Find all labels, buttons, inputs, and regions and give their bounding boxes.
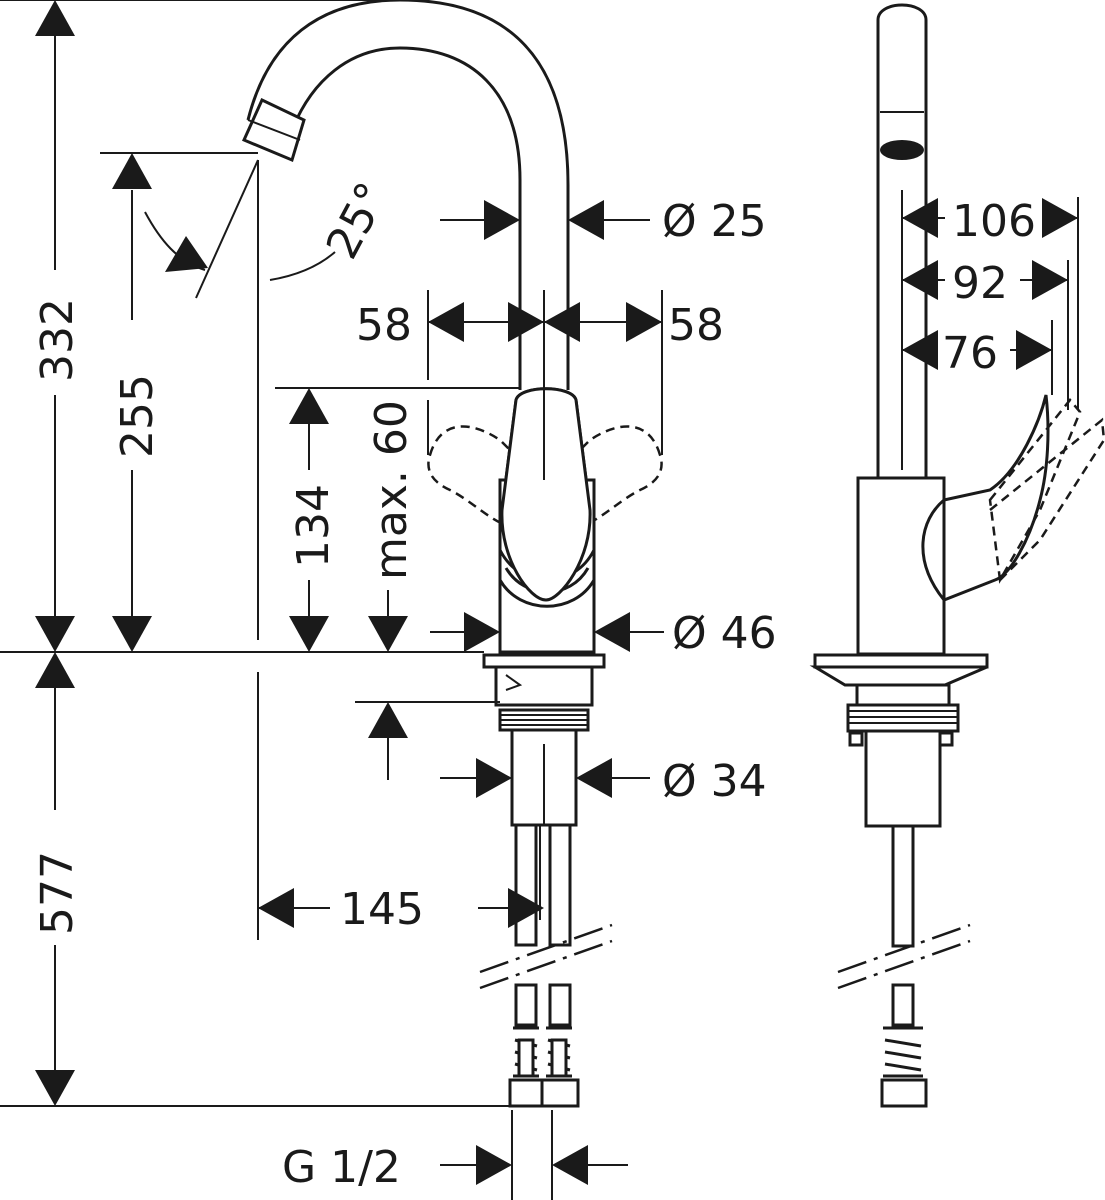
front-view [241, 0, 663, 1200]
label-diameter-46: Ø 46 [672, 608, 777, 659]
side-lever-raised [988, 398, 1082, 584]
side-lever [942, 394, 1050, 603]
hose-right [548, 823, 572, 947]
label-92: 92 [952, 258, 1008, 309]
label-76: 76 [942, 328, 998, 379]
base-plate [482, 653, 606, 669]
spout-inner [290, 46, 522, 390]
label-255: 255 [112, 374, 163, 458]
label-145: 145 [340, 884, 424, 935]
label-58-right: 58 [668, 300, 724, 351]
label-angle: 25° [317, 174, 399, 267]
side-hose [891, 824, 915, 948]
side-spout [876, 3, 928, 478]
label-58-left: 58 [356, 300, 412, 351]
side-shank [864, 729, 942, 828]
lever-left-position [427, 425, 532, 527]
side-view [809, 3, 1105, 1108]
label-g-half: G 1/2 [282, 1142, 401, 1193]
dimension-lines [0, 0, 664, 1185]
hose-left [514, 823, 538, 947]
label-106: 106 [952, 196, 1036, 247]
side-dimensions [902, 197, 1079, 410]
label-577: 577 [32, 851, 83, 935]
label-diameter-34: Ø 34 [662, 756, 767, 807]
spout-outer [246, 0, 570, 390]
label-diameter-25: Ø 25 [662, 196, 767, 247]
label-max-60: max. 60 [366, 400, 417, 580]
side-body [856, 476, 946, 656]
dimension-labels: 332 255 134 max. 60 577 25° Ø 25 58 58 Ø… [32, 174, 1036, 1193]
side-base [813, 653, 989, 669]
label-134: 134 [288, 484, 339, 568]
label-332: 332 [32, 298, 83, 382]
